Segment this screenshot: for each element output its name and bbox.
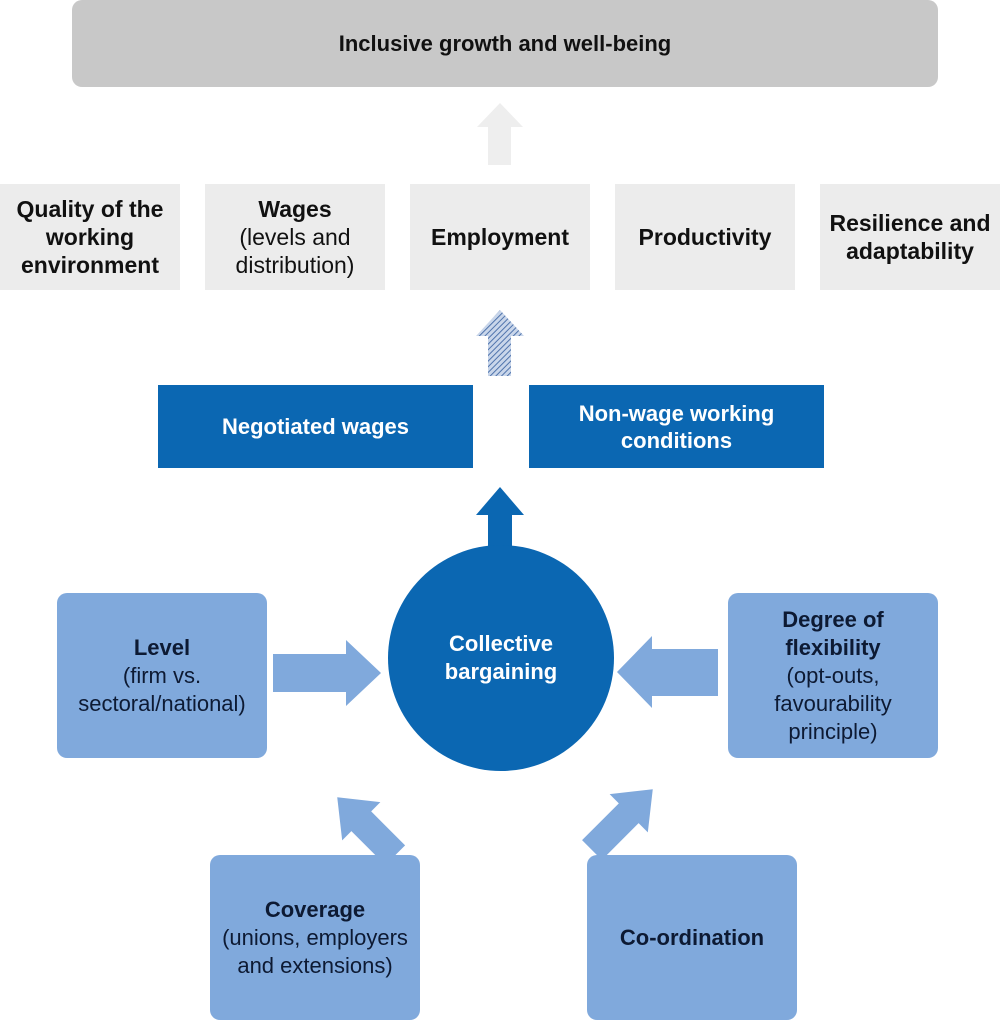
driver-title-line: Coverage xyxy=(264,896,366,922)
result-label-line: conditions xyxy=(620,427,733,453)
driver-flexibility: Degree of flexibility (opt-outs, favoura… xyxy=(728,593,938,758)
center-collective-bargaining: Collective bargaining xyxy=(388,545,614,771)
outcome-employment: Employment xyxy=(410,184,590,290)
outcome-title-line: Productivity xyxy=(638,224,772,250)
driver-title-line: Co-ordination xyxy=(619,924,765,950)
outcome-title-line: environment xyxy=(20,252,160,278)
driver-subtitle-line: principle) xyxy=(788,718,878,744)
up-arrow-to-goal xyxy=(477,103,523,165)
outcome-title-line: working xyxy=(45,224,135,250)
outcome-title-line: Resilience and xyxy=(829,210,991,236)
outcome-title-line: Quality of the xyxy=(16,196,164,222)
arrow-from-flexibility xyxy=(617,636,718,708)
up-arrow-from-center xyxy=(476,487,524,549)
driver-title-line: flexibility xyxy=(785,634,881,660)
goal-box-inclusive-growth: Inclusive growth and well-being xyxy=(72,0,938,87)
driver-subtitle-line: (unions, employers xyxy=(222,924,408,950)
driver-subtitle-line: (firm vs. xyxy=(122,662,202,688)
driver-subtitle-line: sectoral/national) xyxy=(78,690,246,716)
outcome-title-line: adaptability xyxy=(846,238,974,264)
hatched-up-arrow xyxy=(476,310,524,376)
result-non-wage-conditions: Non-wage working conditions xyxy=(529,385,824,468)
result-negotiated-wages: Negotiated wages xyxy=(158,385,473,468)
driver-subtitle-line: (opt-outs, xyxy=(786,662,880,688)
driver-title-line: Degree of xyxy=(782,606,884,632)
outcome-subtitle-line: distribution) xyxy=(235,252,355,278)
driver-coordination: Co-ordination xyxy=(587,855,797,1020)
goal-label: Inclusive growth and well-being xyxy=(338,30,672,56)
arrow-from-coverage xyxy=(337,797,406,866)
result-label-line: Negotiated wages xyxy=(221,414,410,439)
driver-subtitle-line: and extensions) xyxy=(237,952,393,978)
driver-title-line: Level xyxy=(133,634,191,660)
center-label-line: bargaining xyxy=(444,659,558,684)
outcome-productivity: Productivity xyxy=(615,184,795,290)
outcome-wages: Wages (levels and distribution) xyxy=(205,184,385,290)
center-label-line: Collective xyxy=(449,631,553,656)
outcome-subtitle-line: (levels and xyxy=(239,224,351,250)
driver-level: Level (firm vs. sectoral/national) xyxy=(57,593,267,758)
arrow-from-coordination xyxy=(582,789,653,860)
outcome-quality-working-environment: Quality of the working environment xyxy=(0,184,180,290)
outcome-title-line: Employment xyxy=(430,224,570,250)
outcome-title-line: Wages xyxy=(258,196,332,222)
arrow-from-level xyxy=(273,640,381,706)
outcome-resilience-adaptability: Resilience and adaptability xyxy=(820,184,1000,290)
driver-coverage: Coverage (unions, employers and extensio… xyxy=(210,855,420,1020)
result-label-line: Non-wage working xyxy=(578,400,775,426)
driver-subtitle-line: favourability xyxy=(774,690,892,716)
